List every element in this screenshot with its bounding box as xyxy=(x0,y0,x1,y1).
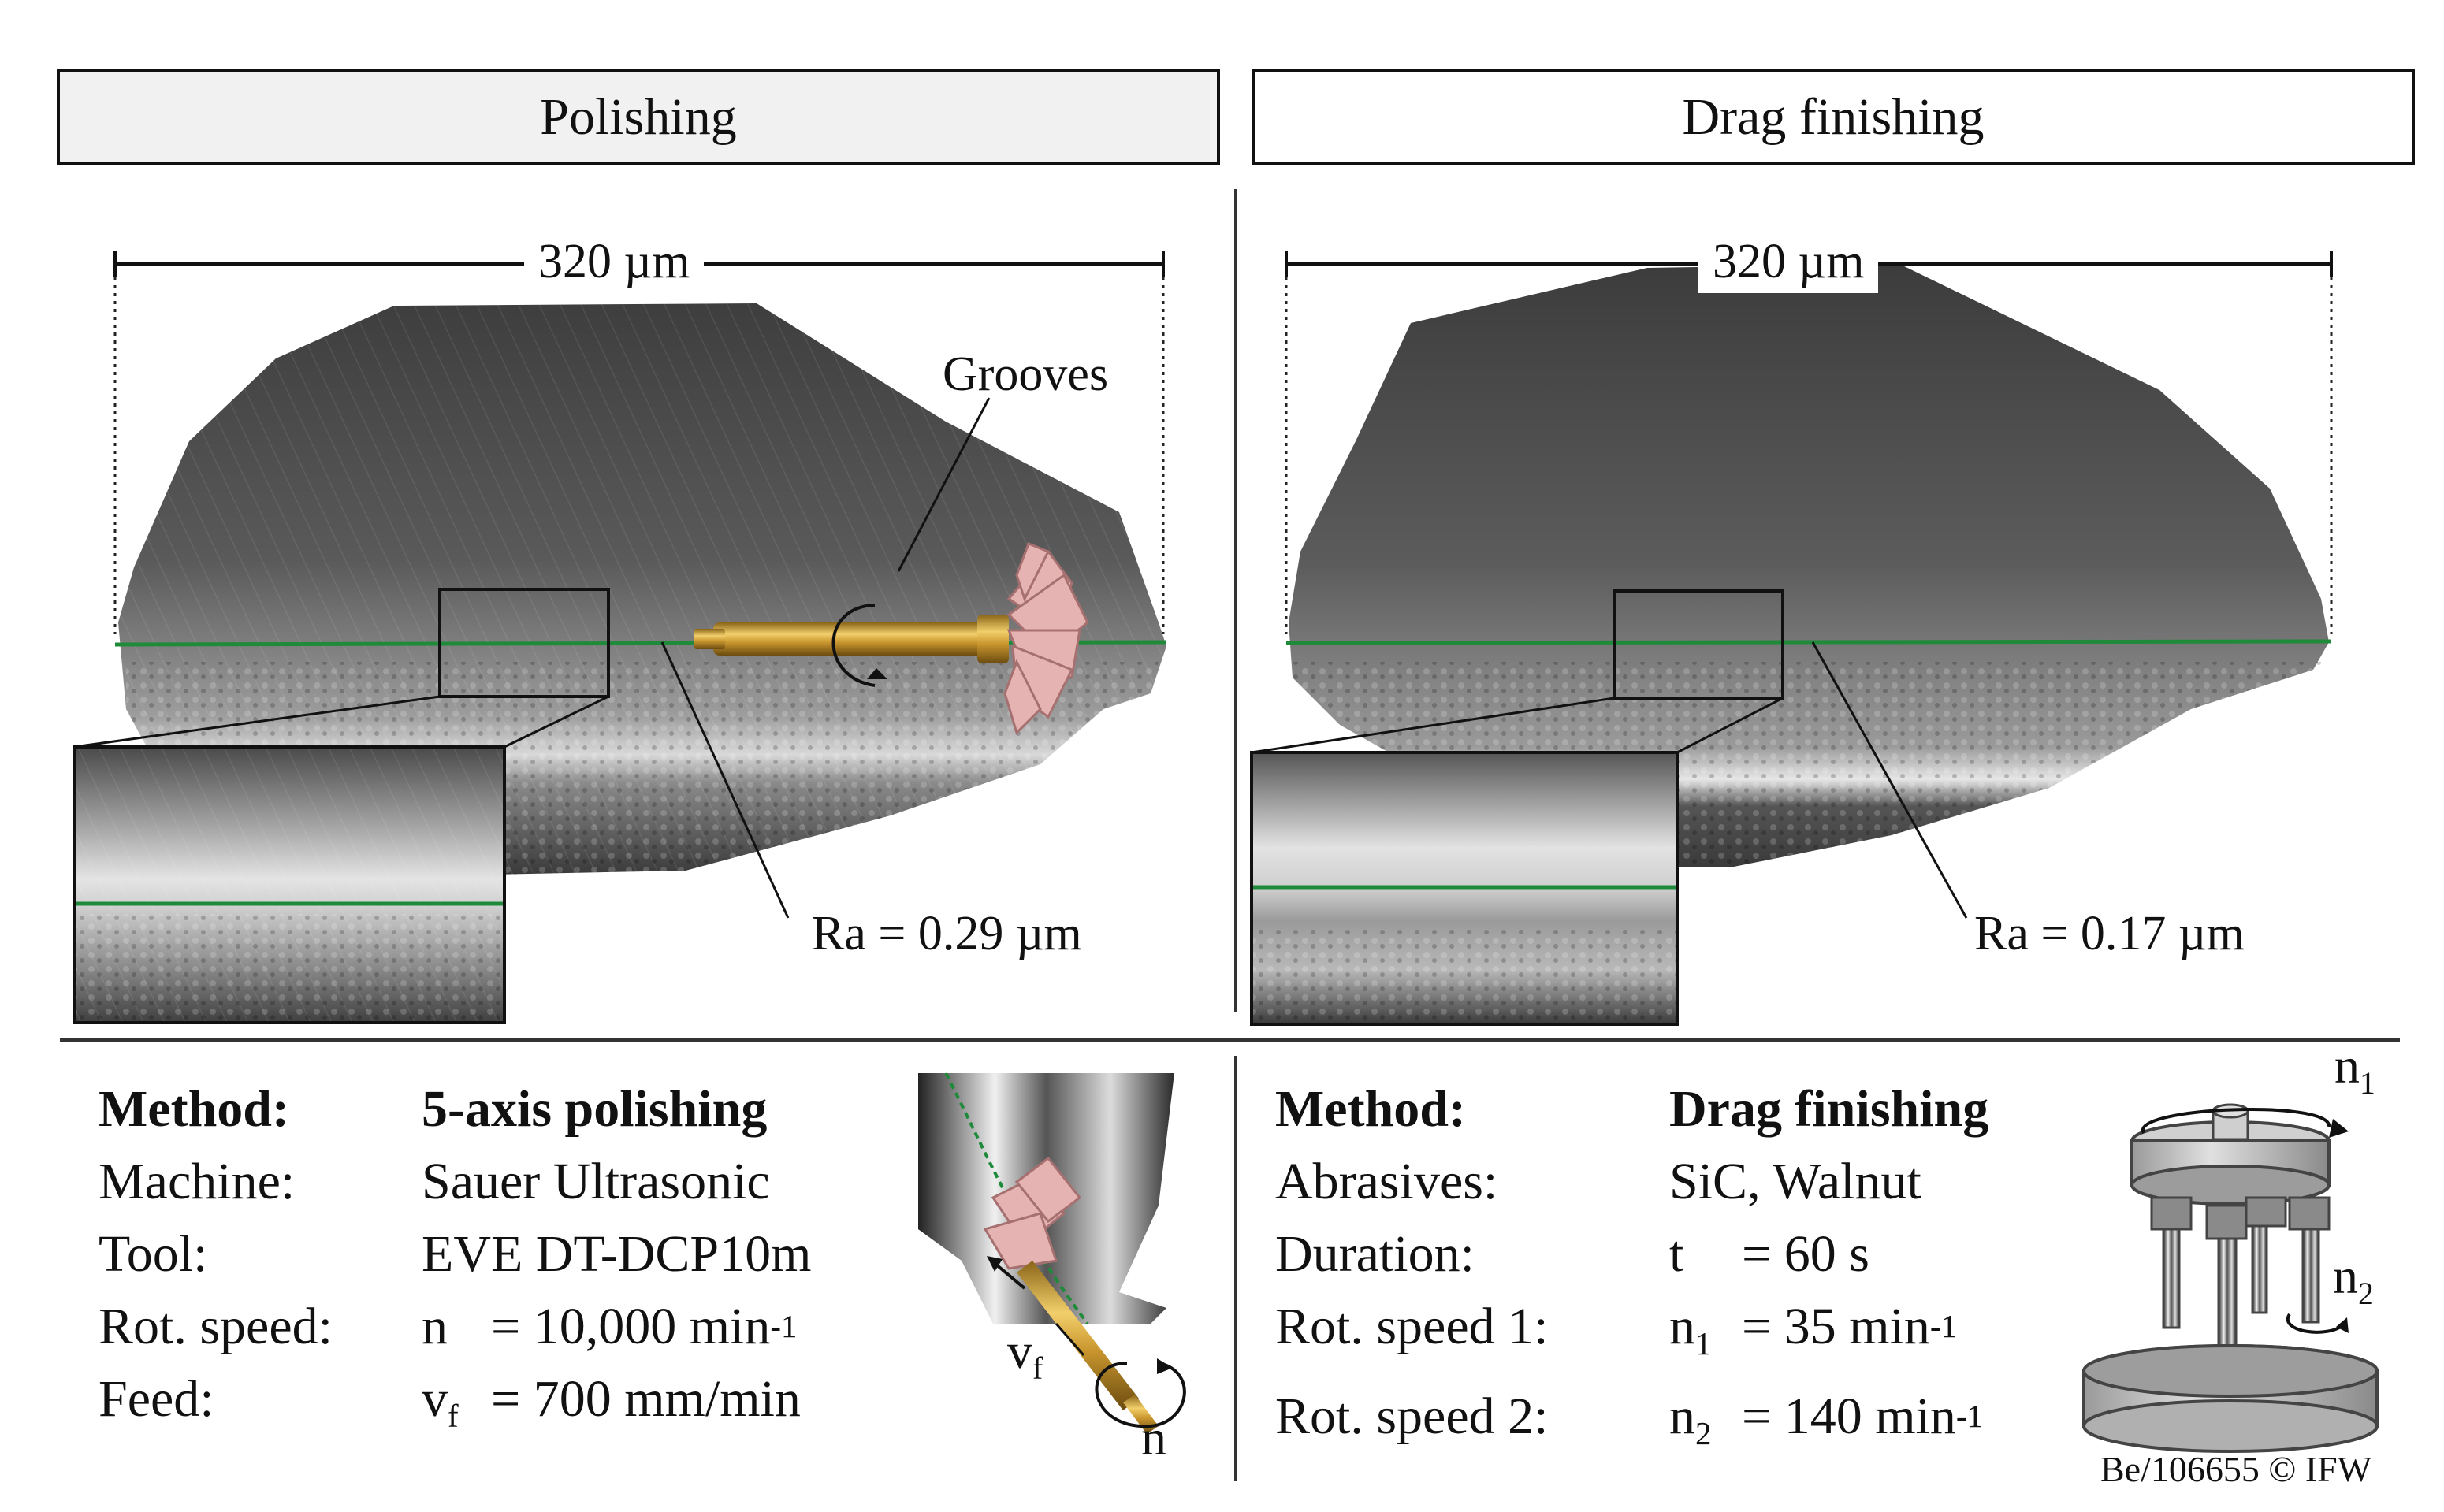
abrasives-value: SiC, Walnut xyxy=(1669,1153,1921,1210)
n2-label: n2 xyxy=(2333,1249,2374,1321)
polishing-tool-icon xyxy=(694,542,1089,735)
tool-value: EVE DT-DCP10m xyxy=(422,1225,812,1283)
header-polishing: Polishing xyxy=(57,69,1220,165)
ra-label-right: Ra = 0.17 µm xyxy=(1974,907,2245,960)
credit-text: Be/106655 © IFW xyxy=(2100,1449,2372,1489)
rot-speed-2-value: = 140 min xyxy=(1742,1388,1956,1446)
zoom-inset-left xyxy=(73,745,506,1024)
duration-value: = 60 s xyxy=(1742,1225,1869,1283)
method-key: Method: xyxy=(99,1080,289,1138)
rot-speed-value: = 10,000 min xyxy=(491,1298,771,1355)
grooves-label: Grooves xyxy=(943,347,1109,401)
feed-symbol: v xyxy=(422,1370,448,1428)
header-drag-finishing: Drag finishing xyxy=(1252,69,2415,165)
feed-key: Feed: xyxy=(99,1370,214,1428)
rot-speed-2-subscript: 2 xyxy=(1695,1416,1712,1452)
rot-speed-2-key: Rot. speed 2: xyxy=(1275,1388,1549,1446)
scale-label-right: 320 µm xyxy=(1698,230,1879,293)
method-key-right: Method: xyxy=(1275,1080,1466,1138)
n1-label: n1 xyxy=(2334,1038,2375,1111)
rot-speed-1-symbol: n xyxy=(1669,1298,1695,1355)
drag-finishing-machine-illustration xyxy=(2082,1103,2379,1453)
header-drag-finishing-title: Drag finishing xyxy=(1682,88,1985,146)
duration-symbol: t xyxy=(1669,1225,1684,1283)
method-value: 5-axis polishing xyxy=(422,1080,768,1138)
vf-symbol: v xyxy=(1007,1323,1032,1379)
zoom-region-right xyxy=(1613,589,1784,700)
polished-surface-image xyxy=(118,303,1166,875)
n2-symbol: n xyxy=(2333,1248,2358,1304)
rot-speed-exponent: -1 xyxy=(770,1309,798,1344)
machine-key: Machine: xyxy=(99,1153,296,1210)
profile-line-right xyxy=(1285,639,2332,645)
rot-speed-1-exponent: -1 xyxy=(1929,1309,1957,1344)
method-value-right: Drag finishing xyxy=(1669,1080,1989,1138)
machine-value: Sauer Ultrasonic xyxy=(422,1153,770,1210)
scale-label-left: 320 µm xyxy=(524,230,705,293)
n-label: n xyxy=(1141,1410,1166,1466)
zoom-inset-right xyxy=(1250,751,1679,1026)
rot-speed-2-symbol: n xyxy=(1669,1388,1695,1446)
n1-subscript: 1 xyxy=(2360,1065,2375,1101)
header-polishing-title: Polishing xyxy=(540,88,737,146)
rot-speed-1-key: Rot. speed 1: xyxy=(1275,1298,1549,1355)
tool-key: Tool: xyxy=(99,1225,208,1283)
drag-finishing-parameters: Method: Drag finishing Abrasives: SiC, Wal… xyxy=(1275,1073,1988,1470)
vf-label: vf xyxy=(1007,1324,1043,1396)
rot-speed-symbol: n xyxy=(422,1298,448,1355)
n1-symbol: n xyxy=(2334,1038,2360,1094)
rot-speed-1-value: = 35 min xyxy=(1742,1298,1930,1355)
feed-subscript: f xyxy=(448,1399,459,1435)
feed-value: = 700 mm/min xyxy=(491,1370,801,1428)
vf-subscript: f xyxy=(1032,1350,1043,1386)
duration-key: Duration: xyxy=(1275,1225,1475,1283)
n2-subscript: 2 xyxy=(2358,1276,2374,1311)
rot-speed-2-exponent: -1 xyxy=(1955,1399,1983,1435)
ra-label-left: Ra = 0.29 µm xyxy=(812,907,1082,960)
rot-speed-key: Rot. speed: xyxy=(99,1298,333,1355)
zoom-region-left xyxy=(438,588,610,698)
polishing-parameters: Method: 5-axis polishing Machine: Sauer Ul… xyxy=(99,1073,811,1453)
abrasives-key: Abrasives: xyxy=(1275,1153,1498,1210)
rot-speed-1-subscript: 1 xyxy=(1695,1326,1712,1362)
drill-flute-illustration xyxy=(918,1072,1186,1434)
